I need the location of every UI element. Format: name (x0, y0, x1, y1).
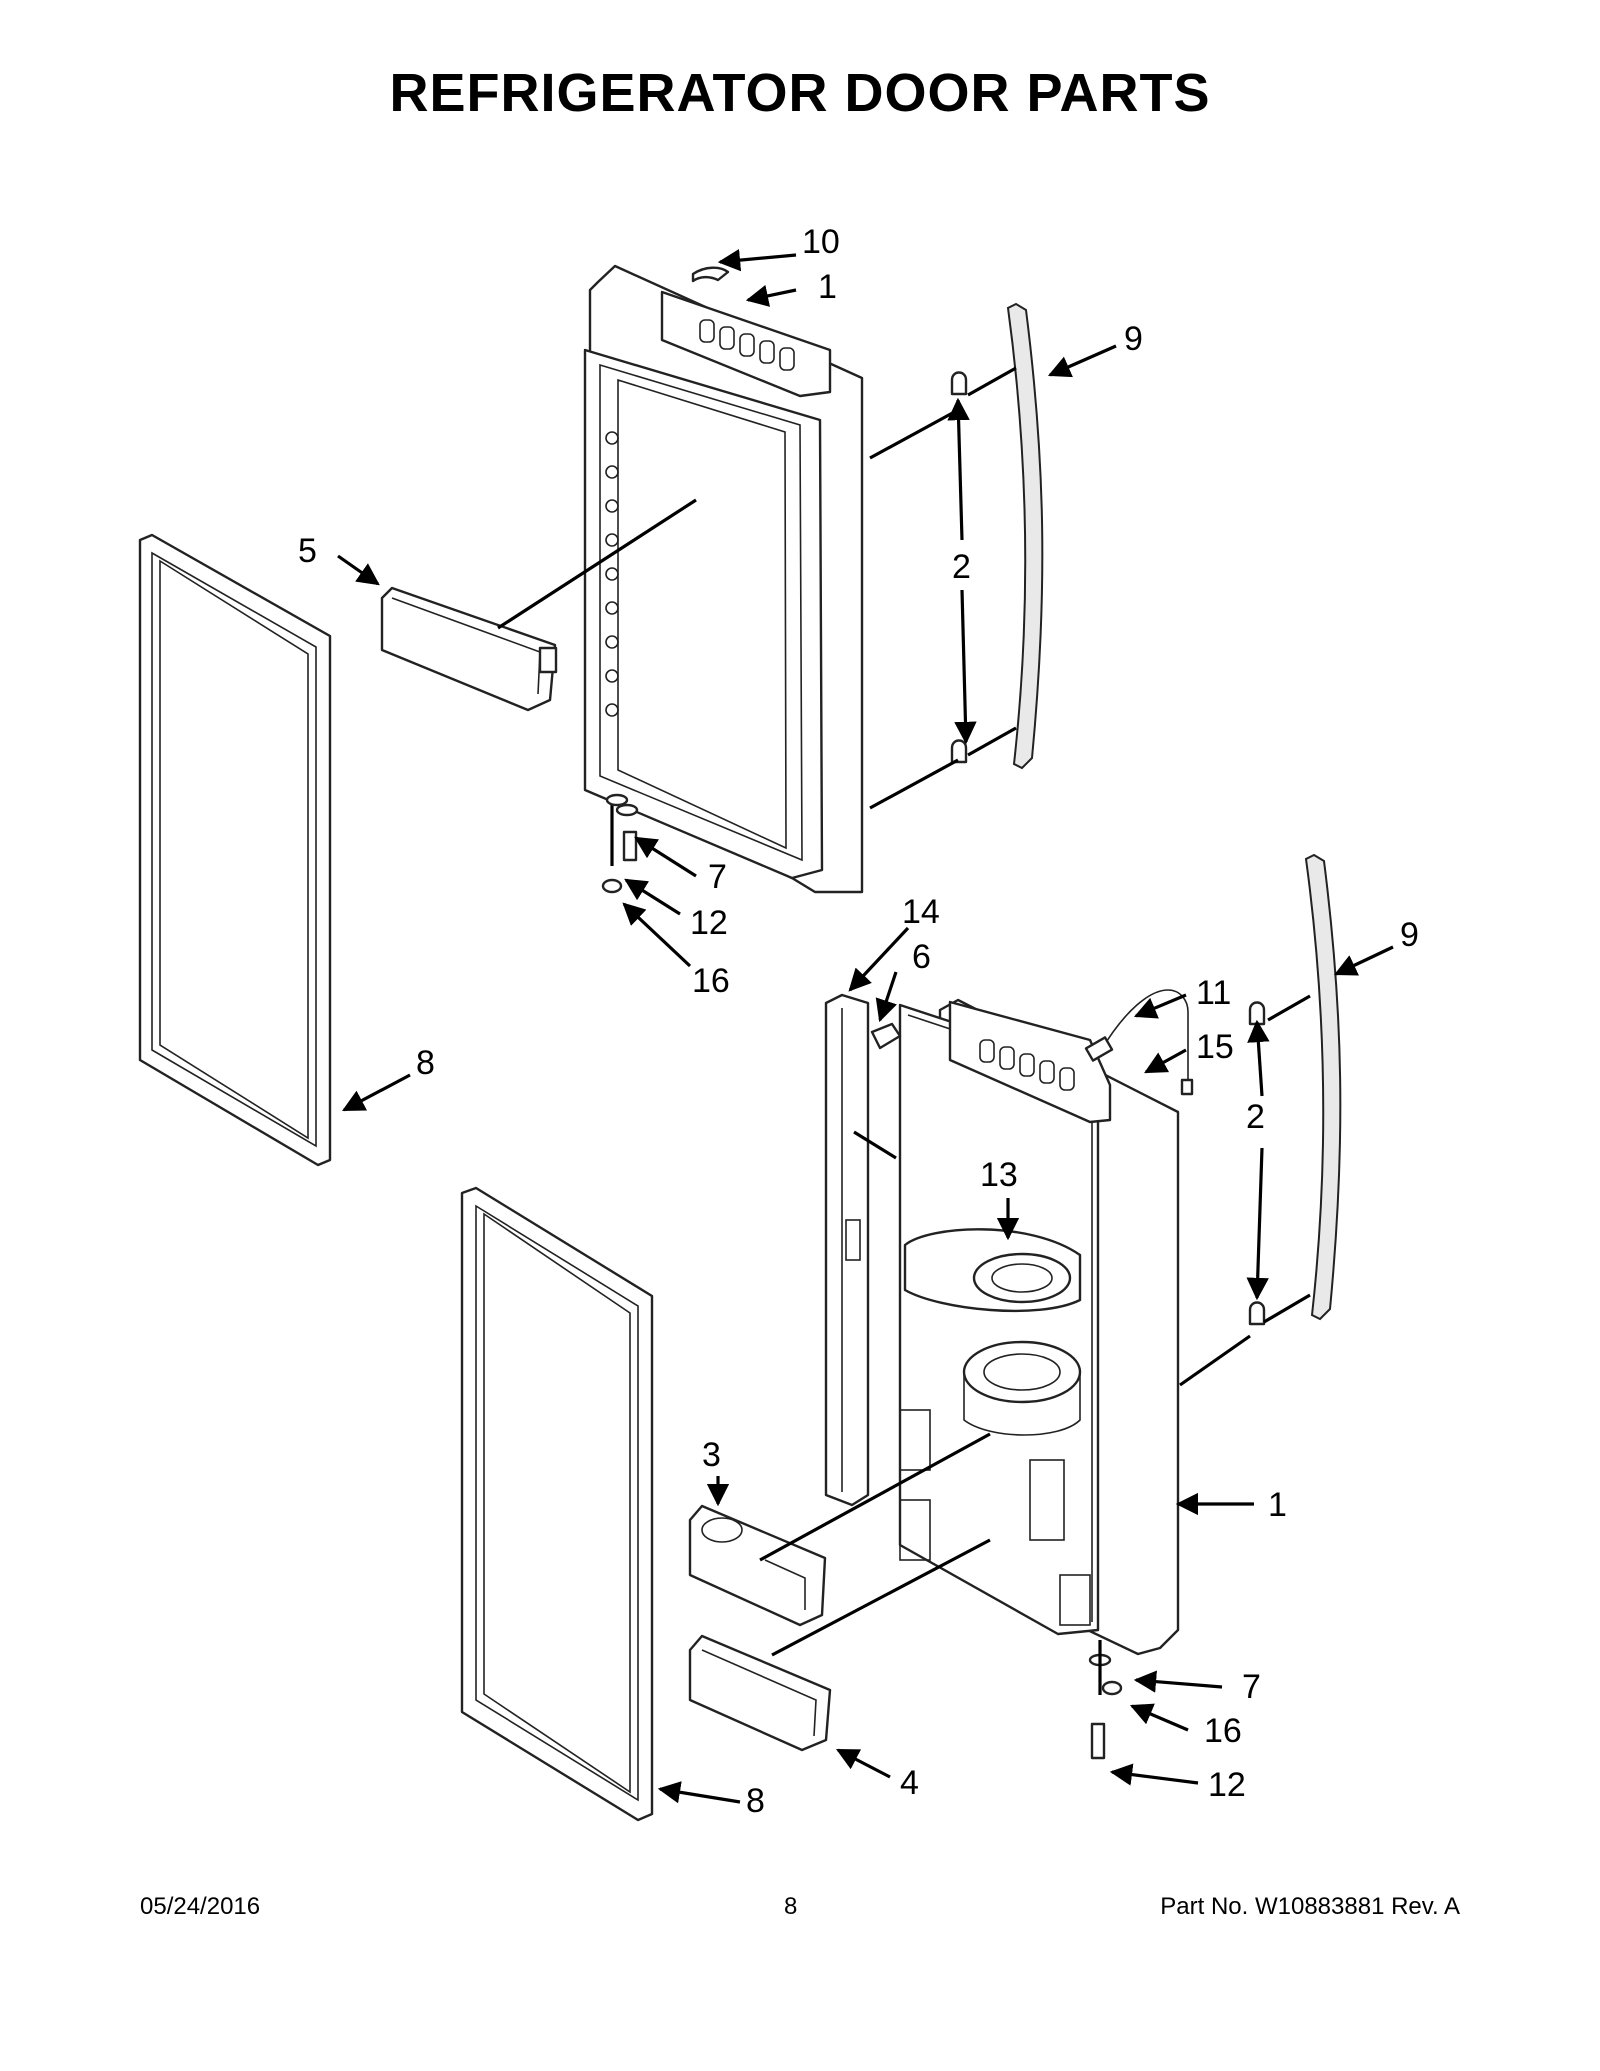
footer-page-number: 8 (784, 1893, 798, 1920)
callout-12-dispenser-hinge: 12 (1208, 1766, 1246, 1804)
callout-labels: 10 1 9 2 5 7 12 16 8 14 6 11 15 9 2 13 3… (298, 223, 1419, 1820)
dispenser-door-assembly (898, 998, 1180, 1656)
callout-6: 6 (912, 938, 931, 976)
callout-10: 10 (802, 223, 840, 261)
upper-door-hinge-hardware (601, 793, 639, 894)
callout-9-dispenser-handle: 9 (1400, 916, 1419, 954)
upper-door-dispenser-slots (699, 319, 795, 371)
callout-7-dispenser-hinge: 7 (1242, 1668, 1261, 1706)
callout-7-upper-hinge: 7 (708, 858, 727, 896)
callout-12-upper-hinge: 12 (690, 904, 728, 942)
dispenser-door-water-tube (1084, 989, 1194, 1096)
callout-9-upper-handle: 9 (1124, 320, 1143, 358)
dispenser-door-handle (1248, 853, 1342, 1326)
page-title: REFRIGERATOR DOOR PARTS (389, 63, 1211, 123)
part-10-clip (691, 266, 730, 283)
dispenser-door-left-side-panel (824, 993, 902, 1507)
callout-3: 3 (702, 1436, 721, 1474)
callout-15: 15 (1196, 1028, 1234, 1066)
upper-door-gasket (138, 533, 332, 1167)
upper-door-shelf-supports (605, 431, 619, 717)
dispenser-door-gasket (460, 1186, 654, 1822)
callout-8-upper-gasket: 8 (416, 1044, 435, 1082)
callout-5: 5 (298, 532, 317, 570)
dispenser-door-upper-bin (688, 1504, 827, 1627)
callout-13: 13 (980, 1156, 1018, 1194)
upper-door-bin (380, 586, 558, 712)
callout-1-upper-door: 1 (818, 268, 837, 306)
callout-8-dispenser-gasket: 8 (746, 1782, 765, 1820)
callout-4: 4 (900, 1764, 919, 1802)
callout-11: 11 (1196, 974, 1231, 1012)
callout-16-upper-hinge: 16 (692, 962, 730, 1000)
callout-2-dispenser-handle-screws: 2 (1246, 1098, 1265, 1136)
callout-14: 14 (902, 893, 940, 931)
dispenser-door-lower-bin (688, 1634, 832, 1752)
callout-2-upper-handle-screws: 2 (952, 548, 971, 586)
callout-1-dispenser-door: 1 (1268, 1486, 1287, 1524)
footer-date: 05/24/2016 (140, 1893, 261, 1920)
dispenser-door-hinge-hardware (1088, 1640, 1123, 1760)
part-13-chute-seal (972, 1252, 1072, 1304)
leader-lines (337, 248, 1394, 1804)
footer-part-number: Part No. W10883881 Rev. A (1160, 1893, 1460, 1920)
upper-door-assembly (583, 264, 864, 894)
callout-16-dispenser-hinge: 16 (1204, 1712, 1242, 1750)
dispenser-door-top-slots (979, 1039, 1075, 1091)
